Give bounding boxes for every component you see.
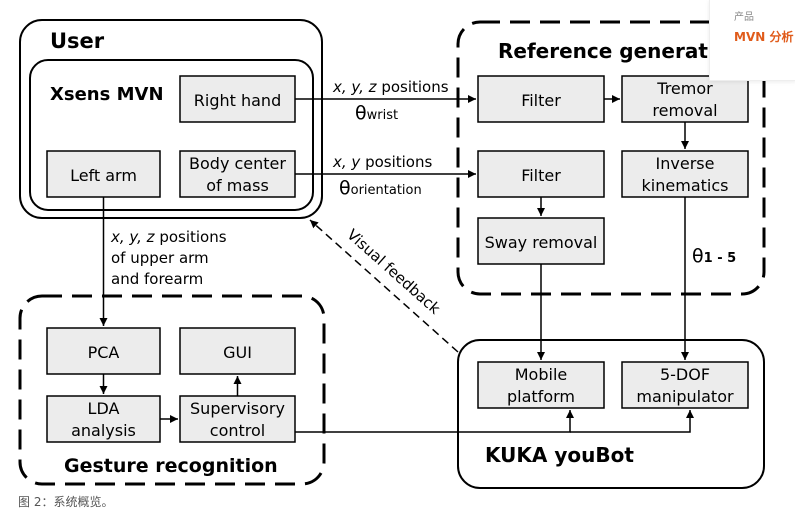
svg-text:control: control <box>210 421 265 440</box>
label-theta-wrist: θwrist <box>355 102 398 124</box>
svg-text:Right hand: Right hand <box>194 91 281 110</box>
svg-text:Filter: Filter <box>521 166 561 185</box>
svg-text:Left arm: Left arm <box>70 166 137 185</box>
svg-text:Body center: Body center <box>189 154 286 173</box>
supervisory-control-box: Supervisory control <box>179 395 296 443</box>
kuka-youbot-title: KUKA youBot <box>485 443 634 467</box>
user-group-title: User <box>50 29 105 53</box>
svg-text:Supervisory: Supervisory <box>190 399 285 418</box>
arrow-supervisory-to-manipulator <box>570 410 694 433</box>
label-theta-1-5: θ1 - 5 <box>692 245 736 267</box>
lda-analysis-box: LDA analysis <box>46 395 161 443</box>
arrow-supervisory-to-mobile <box>295 410 574 433</box>
arrow-visual-feedback <box>309 219 459 353</box>
svg-text:removal: removal <box>652 101 717 120</box>
label-upper-arm-positions-2: of upper arm <box>111 249 209 267</box>
svg-text:Mobile: Mobile <box>515 365 567 384</box>
product-tag-panel: 产品 MVN 分析 <box>709 0 795 81</box>
manipulator-box: 5-DOF manipulator <box>621 361 749 409</box>
svg-text:GUI: GUI <box>223 343 252 362</box>
svg-text:platform: platform <box>507 387 575 406</box>
xsens-group-title: Xsens MVN <box>50 84 164 105</box>
kuka-youbot-group <box>457 339 765 489</box>
filter-box-top: Filter <box>477 75 605 123</box>
svg-text:Tremor: Tremor <box>656 79 713 98</box>
svg-text:of mass: of mass <box>206 176 269 195</box>
svg-text:LDA: LDA <box>88 399 120 418</box>
gui-box: GUI <box>179 327 296 375</box>
gesture-recognition-title: Gesture recognition <box>64 455 278 477</box>
figure-caption: 图 2：系统概览。 <box>18 495 114 509</box>
gesture-recognition-group <box>18 294 326 486</box>
tremor-removal-box: Tremor removal <box>621 75 749 123</box>
svg-text:kinematics: kinematics <box>642 176 729 195</box>
inverse-kinematics-box: Inverse kinematics <box>621 150 749 198</box>
label-theta-orientation: θorientation <box>339 177 422 199</box>
svg-text:5-DOF: 5-DOF <box>660 365 710 384</box>
label-xy-positions: x, y positions <box>332 153 432 171</box>
body-center-of-mass-box: Body center of mass <box>179 150 296 198</box>
reference-generation-group <box>456 20 766 296</box>
svg-text:Inverse: Inverse <box>656 154 715 173</box>
filter-box-bottom: Filter <box>477 150 605 198</box>
label-upper-arm-positions-3: and forearm <box>111 270 203 288</box>
xsens-group <box>29 59 314 211</box>
pca-box: PCA <box>46 327 161 375</box>
tag-category: 产品 <box>734 12 754 23</box>
svg-text:Filter: Filter <box>521 91 561 110</box>
tag-product-link[interactable]: MVN 分析 <box>734 30 794 44</box>
label-visual-feedback: Visual feedback <box>343 226 444 318</box>
label-upper-arm-positions-1: x, y, z positions <box>110 228 227 246</box>
label-xyz-positions: x, y, z positions <box>332 78 449 96</box>
mobile-platform-box: Mobile platform <box>477 361 605 409</box>
svg-text:PCA: PCA <box>88 343 120 362</box>
left-arm-box: Left arm <box>46 150 161 198</box>
reference-generation-title: Reference generation <box>498 39 743 63</box>
connector-arrows <box>99 95 694 433</box>
right-hand-box: Right hand <box>179 75 296 123</box>
svg-text:analysis: analysis <box>71 421 136 440</box>
user-group <box>19 19 323 219</box>
svg-text:Sway removal: Sway removal <box>485 233 598 252</box>
sway-removal-box: Sway removal <box>477 217 605 265</box>
svg-text:manipulator: manipulator <box>636 387 734 406</box>
